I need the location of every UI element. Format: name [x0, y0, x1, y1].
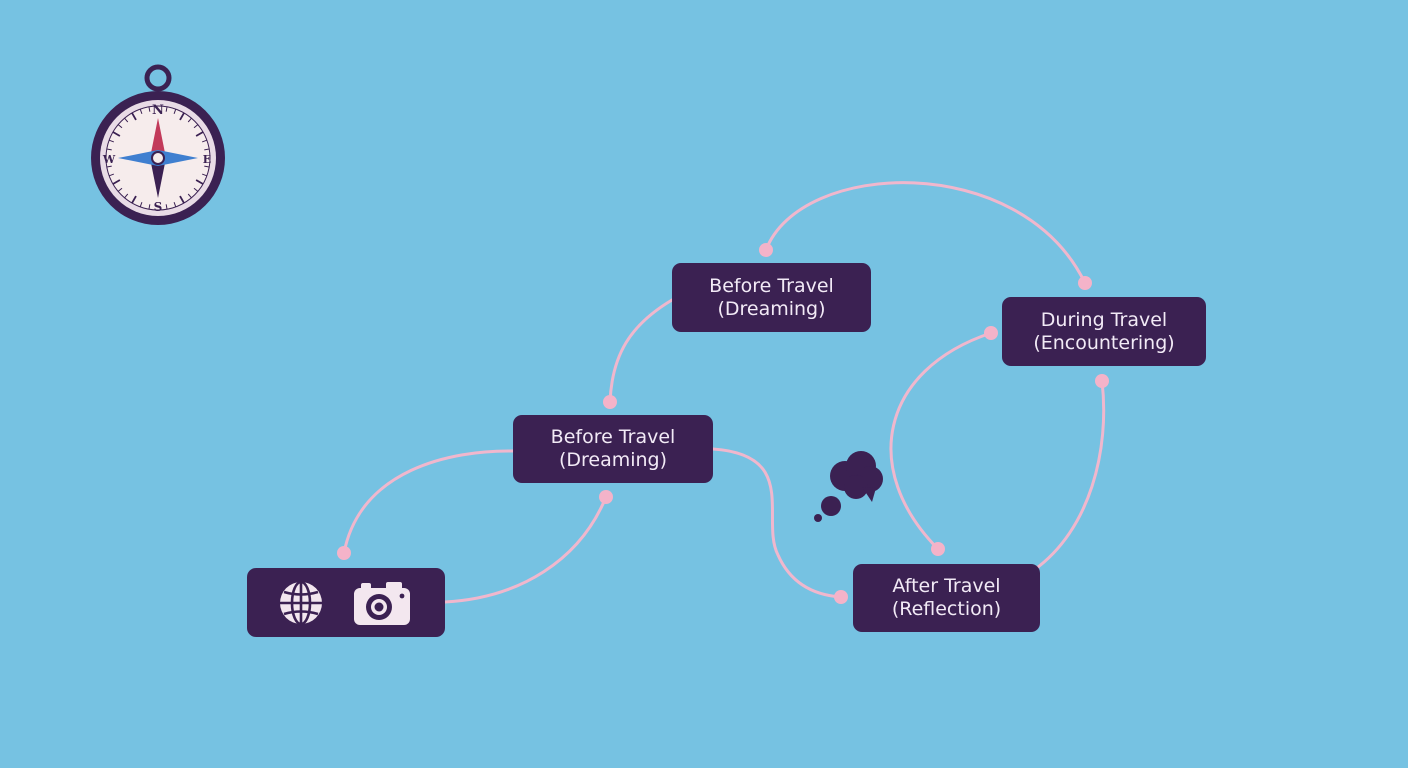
compass-tick	[112, 179, 121, 185]
connector-dot	[1095, 374, 1109, 388]
stage-node-title: Before Travel	[709, 274, 834, 297]
compass-pivot	[151, 151, 165, 165]
connector-top-arc	[764, 181, 1087, 285]
compass-tick	[179, 195, 185, 204]
compass-tick	[148, 106, 151, 112]
stage-node-before-travel-middle[interactable]: Before Travel (Dreaming)	[513, 415, 713, 483]
compass-tick	[204, 148, 210, 151]
compass-needle-west	[118, 150, 158, 166]
compass-north-label: N	[152, 103, 164, 118]
compass-tick	[117, 124, 123, 129]
stage-node-title: During Travel	[1040, 308, 1168, 331]
compass-tick	[204, 165, 210, 168]
compass-tick	[106, 165, 112, 168]
globe-icon	[280, 580, 322, 625]
connector-dots	[337, 243, 1109, 604]
compass-tick	[112, 131, 121, 137]
stage-node-title: After Travel	[892, 575, 1001, 597]
connector-dot	[759, 243, 773, 257]
stage-node-during-travel[interactable]: During Travel (Encountering)	[1002, 297, 1206, 366]
compass-south-label: S	[154, 200, 163, 214]
compass-ticks	[106, 106, 210, 210]
compass-tick	[106, 148, 112, 151]
connectors	[342, 181, 1106, 604]
stage-node-subtitle: (Encountering)	[1033, 331, 1175, 354]
compass-needle-east	[158, 150, 198, 166]
connector-dot	[984, 326, 998, 340]
compass-icon: N S E W	[91, 64, 225, 225]
compass-tick	[131, 112, 137, 121]
compass-tick	[173, 108, 177, 115]
compass-tick	[139, 108, 143, 115]
compass-tick	[165, 204, 168, 210]
compass-tick	[124, 117, 129, 123]
compass-tick	[117, 187, 123, 192]
camera-icon	[354, 581, 410, 625]
compass-east-label: E	[203, 153, 211, 166]
compass-tick	[139, 201, 143, 208]
thought-cloud-tail	[862, 487, 876, 502]
connector-dot	[931, 542, 945, 556]
connector-mid-to-icons	[443, 495, 608, 604]
compass-tick	[148, 204, 151, 210]
stage-node-before-travel-top[interactable]: Before Travel (Dreaming)	[672, 263, 871, 332]
connector-after-to-during	[889, 331, 993, 551]
compass-tick	[165, 106, 168, 112]
thought-tiny-bubble	[814, 514, 822, 522]
compass-tick	[124, 193, 129, 199]
connector-dot	[1078, 276, 1092, 290]
compass-tick	[173, 201, 177, 208]
compass-tick	[187, 117, 192, 123]
compass-west-label: W	[102, 153, 116, 166]
connector-dot	[599, 490, 613, 504]
thought-bubble-icon	[814, 451, 883, 522]
compass-tick	[201, 139, 208, 143]
compass-tick	[195, 131, 204, 137]
compass-tick	[187, 193, 192, 199]
thought-small-bubble	[821, 496, 841, 516]
stage-node-subtitle: (Dreaming)	[558, 449, 668, 471]
connector-dot	[834, 590, 848, 604]
connector-mid-to-after	[711, 447, 843, 599]
compass-tick	[131, 195, 137, 204]
compass-tick	[195, 179, 204, 185]
compass-tick	[193, 124, 199, 129]
connector-icons-to-mid	[342, 449, 515, 555]
thought-cloud-part	[844, 475, 868, 499]
stage-node-subtitle: (Reflection)	[891, 598, 1002, 620]
connector-during-to-after	[1032, 379, 1106, 572]
compass-needle-south	[150, 158, 166, 198]
compass-tick	[193, 187, 199, 192]
compass-needle-north	[150, 118, 166, 158]
stage-node-title: Before Travel	[550, 426, 676, 448]
compass-tick	[201, 173, 208, 177]
connector-mid-to-top	[608, 298, 674, 404]
compass-tick	[108, 173, 115, 177]
connector-dot	[337, 546, 351, 560]
stage-node-icons[interactable]	[247, 568, 445, 637]
compass-tick	[179, 112, 185, 121]
stage-node-subtitle: (Dreaming)	[717, 297, 826, 320]
connector-dot	[603, 395, 617, 409]
compass-tick	[108, 139, 115, 143]
stage-node-after-travel[interactable]: After Travel (Reflection)	[853, 564, 1040, 632]
compass-ring	[144, 64, 172, 92]
